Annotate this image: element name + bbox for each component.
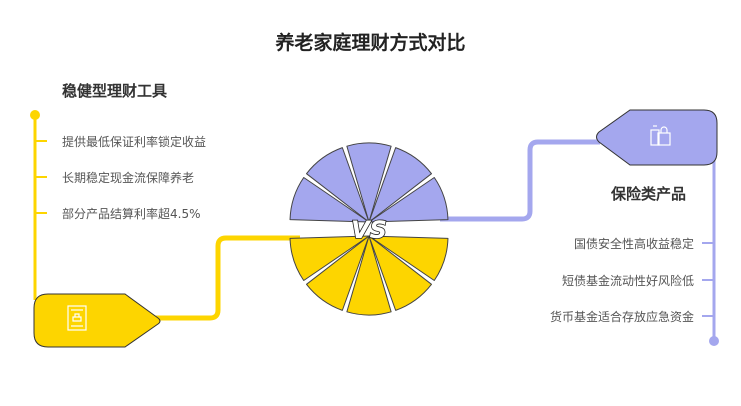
shopping-bags-icon	[650, 125, 671, 146]
right-connector	[440, 139, 600, 222]
bottom-petal	[289, 235, 370, 281]
bottom-petal	[368, 235, 432, 311]
vs-emblem: VS	[350, 215, 387, 245]
left-connector	[155, 235, 300, 321]
top-petal	[346, 142, 392, 223]
top-petal	[368, 147, 432, 223]
right-badge	[596, 109, 718, 166]
right-timeline-dot	[709, 336, 719, 346]
left-item-1: 提供最低保证利率锁定收益	[62, 135, 207, 149]
top-petal	[289, 177, 370, 223]
left-item-2: 长期稳定现金流保障养老	[62, 171, 195, 185]
left-heading: 稳健型理财工具	[62, 82, 168, 100]
right-item-1: 国债安全性高收益稳定	[573, 237, 694, 251]
document-icon	[67, 305, 87, 331]
right-ticks	[702, 242, 714, 317]
left-timeline-dot	[30, 110, 40, 120]
bottom-petal	[346, 235, 392, 316]
left-item-3: 部分产品结算利率超4.5%	[62, 207, 201, 221]
left-ticks	[35, 140, 47, 214]
center-petals	[289, 142, 449, 316]
right-item-2: 短债基金流动性好风险低	[561, 274, 694, 288]
top-petal	[368, 177, 449, 223]
bottom-petal	[306, 235, 370, 311]
top-petal	[306, 147, 370, 223]
bottom-petal	[368, 235, 449, 281]
right-item-3: 货币基金适合存放应急资金	[549, 310, 694, 324]
right-heading: 保险类产品	[610, 185, 686, 203]
page-title: 养老家庭理财方式对比	[275, 32, 466, 54]
vs-label: VS	[351, 216, 387, 244]
left-badge	[33, 293, 161, 348]
